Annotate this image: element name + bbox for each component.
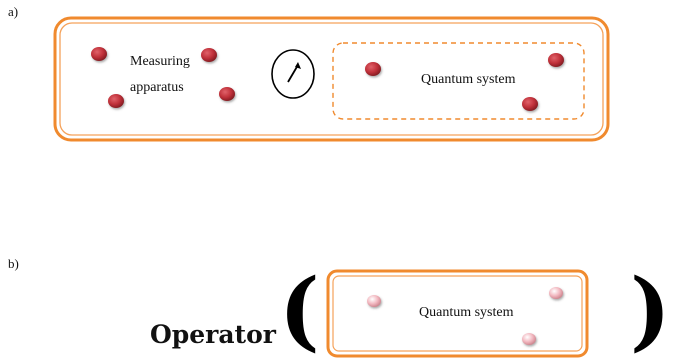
particle bbox=[201, 48, 217, 62]
quantum-system-label-b: Quantum system bbox=[419, 305, 514, 320]
close-parenthesis: ) bbox=[630, 260, 671, 361]
operator-label: Operator bbox=[150, 320, 276, 349]
apparatus-label-line1: Measuring bbox=[130, 54, 190, 69]
panel-b-system-box bbox=[326, 269, 589, 358]
particle bbox=[522, 97, 538, 111]
particle bbox=[367, 295, 381, 307]
panel-a-letter: a) bbox=[8, 4, 19, 19]
gauge-dial-icon bbox=[271, 49, 315, 99]
apparatus-particles bbox=[91, 47, 235, 108]
system-particles bbox=[365, 53, 564, 111]
panel-a-outer-box bbox=[53, 16, 610, 142]
particle bbox=[108, 94, 124, 108]
quantum-system-label-a: Quantum system bbox=[421, 72, 516, 87]
particle bbox=[548, 53, 564, 67]
particle bbox=[522, 333, 536, 345]
particle bbox=[91, 47, 107, 61]
panel-b-particles bbox=[367, 287, 563, 345]
particle bbox=[549, 287, 563, 299]
particle bbox=[365, 62, 381, 76]
quantum-system-dashed-box bbox=[332, 42, 585, 120]
open-parenthesis: ( bbox=[279, 260, 320, 361]
particle bbox=[219, 87, 235, 101]
panel-b-letter: b) bbox=[8, 256, 19, 271]
apparatus-label-line2: apparatus bbox=[130, 80, 184, 95]
